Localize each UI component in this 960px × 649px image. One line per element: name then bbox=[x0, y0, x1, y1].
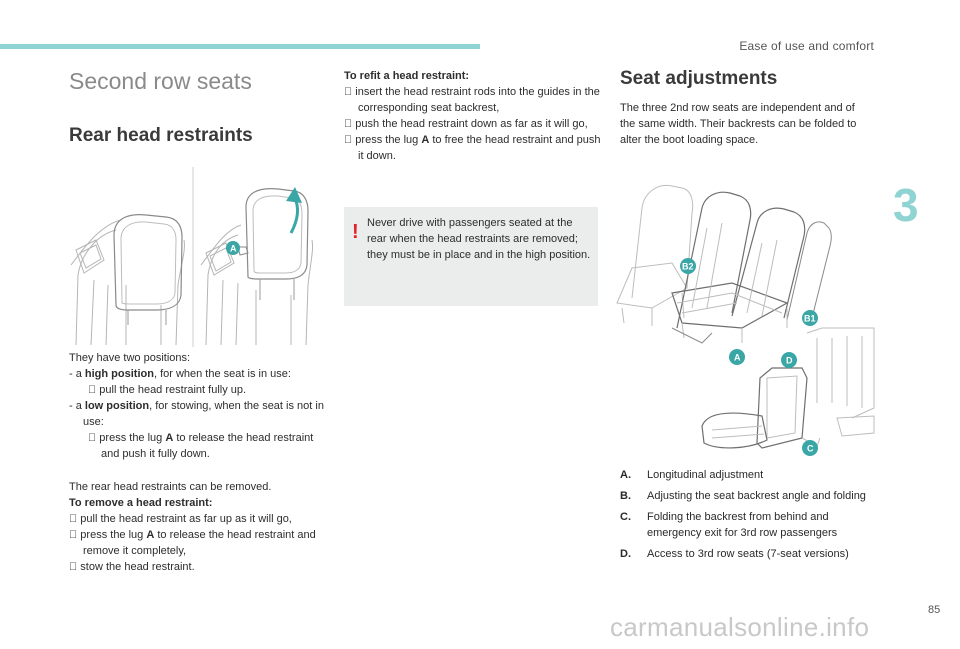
remove-step-2:  press the lug A to release the head re… bbox=[69, 527, 331, 559]
legend-key: C. bbox=[620, 511, 631, 523]
bullet-icon:  bbox=[88, 384, 96, 396]
low-position-text: , for stowing, when the seat is not in u… bbox=[83, 400, 324, 428]
legend-text: Longitudinal adjustment bbox=[647, 469, 764, 481]
page-title: Second row seats bbox=[69, 68, 252, 94]
legend-key: B. bbox=[620, 490, 631, 502]
head-restraint-illustration: A bbox=[70, 167, 313, 347]
watermark: carmanualsonline.info bbox=[610, 612, 870, 642]
step-text: stow the head restraint. bbox=[69, 561, 194, 573]
remove-step-1:  pull the head restraint as far up as i… bbox=[69, 511, 331, 527]
legend-key: D. bbox=[620, 548, 631, 560]
bullet-icon:  bbox=[344, 134, 352, 146]
positions-block: They have two positions: - a high positi… bbox=[69, 350, 329, 462]
positions-intro: They have two positions: bbox=[69, 352, 191, 364]
step-text: pull the head restraint as far up as it … bbox=[69, 513, 292, 525]
header-accent-bar bbox=[0, 44, 480, 49]
high-position-text: , for when the seat is in use: bbox=[153, 368, 291, 380]
badge-d: D bbox=[786, 356, 793, 366]
bullet-icon:  bbox=[69, 561, 77, 573]
section-header: Ease of use and comfort bbox=[739, 39, 874, 53]
step-text: push the head restraint down as far as i… bbox=[344, 118, 587, 130]
legend-item-d: D. Access to 3rd row seats (7-seat versio… bbox=[620, 546, 870, 562]
refit-step-1:  insert the head restraint rods into th… bbox=[344, 84, 602, 116]
badge-a: A bbox=[230, 244, 237, 254]
position-high: - a high position, for when the seat is … bbox=[69, 366, 329, 382]
legend-text: Adjusting the seat backrest angle and fo… bbox=[647, 490, 866, 502]
bullet-icon:  bbox=[344, 86, 352, 98]
seat-adjustments-intro: The three 2nd row seats are independent … bbox=[620, 102, 857, 146]
step-text: press the lug bbox=[88, 432, 162, 444]
remove-block: The rear head restraints can be removed.… bbox=[69, 479, 331, 575]
legend-key: A. bbox=[620, 469, 631, 481]
seat-adjustments-heading: Seat adjustments bbox=[620, 68, 778, 89]
refit-step-2:  push the head restraint down as far as… bbox=[344, 116, 602, 132]
step-text: pull the head restraint fully up. bbox=[88, 384, 246, 396]
position-low-step:  press the lug A to release the head re… bbox=[69, 430, 329, 462]
legend-item-b: B. Adjusting the seat backrest angle and … bbox=[620, 488, 870, 504]
remove-step-3:  stow the head restraint. bbox=[69, 559, 331, 575]
rear-head-restraints-heading: Rear head restraints bbox=[69, 125, 253, 146]
page-number: 85 bbox=[928, 604, 941, 616]
chapter-number: 3 bbox=[893, 179, 919, 231]
remove-heading: To remove a head restraint: bbox=[69, 497, 213, 509]
bullet-icon:  bbox=[344, 118, 352, 130]
legend-text: Folding the backrest from behind and eme… bbox=[647, 511, 838, 539]
badge-b2: B2 bbox=[682, 262, 694, 272]
step-text: insert the head restraint rods into the … bbox=[344, 86, 600, 114]
legend: A. Longitudinal adjustment B. Adjusting th… bbox=[620, 467, 870, 567]
badge-b1: B1 bbox=[804, 314, 816, 324]
bullet-icon:  bbox=[69, 513, 77, 525]
bullet-icon:  bbox=[88, 432, 96, 444]
refit-step-3:  press the lug A to free the head restr… bbox=[344, 132, 602, 164]
step-text: press the lug bbox=[69, 529, 143, 541]
step-text: press the lug bbox=[344, 134, 418, 146]
warning-icon: ! bbox=[352, 221, 359, 243]
lug-label: A bbox=[413, 134, 429, 146]
step-text: to release the head restraint and remove… bbox=[83, 529, 316, 557]
dash: - a bbox=[69, 368, 85, 380]
dash: - a bbox=[69, 400, 85, 412]
high-position-term: high position bbox=[84, 368, 154, 380]
bullet-icon:  bbox=[69, 529, 77, 541]
badge-c: C bbox=[807, 444, 814, 454]
lug-label: A bbox=[157, 432, 173, 444]
removable-text: The rear head restraints can be removed. bbox=[69, 481, 272, 493]
step-text: to release the head restraint and push i… bbox=[101, 432, 327, 460]
warning-text: Never drive with passengers seated at th… bbox=[367, 217, 591, 261]
legend-item-c: C. Folding the backrest from behind and e… bbox=[620, 509, 870, 541]
legend-item-a: A. Longitudinal adjustment bbox=[620, 467, 870, 483]
step-text: to free the head restraint and push it d… bbox=[358, 134, 601, 162]
refit-block: To refit a head restraint:  insert the … bbox=[344, 68, 602, 164]
position-low: - a low position, for stowing, when the … bbox=[69, 398, 329, 430]
lug-label: A bbox=[138, 529, 154, 541]
position-high-step:  pull the head restraint fully up. bbox=[69, 382, 329, 398]
low-position-term: low position bbox=[84, 400, 150, 412]
refit-heading: To refit a head restraint: bbox=[344, 70, 470, 82]
seat-adjustment-illustration: B2 B1 A D C bbox=[616, 184, 875, 456]
badge-a: A bbox=[734, 353, 741, 363]
legend-text: Access to 3rd row seats (7-seat versions… bbox=[647, 548, 849, 560]
warning-box: ! Never drive with passengers seated at … bbox=[344, 207, 598, 306]
